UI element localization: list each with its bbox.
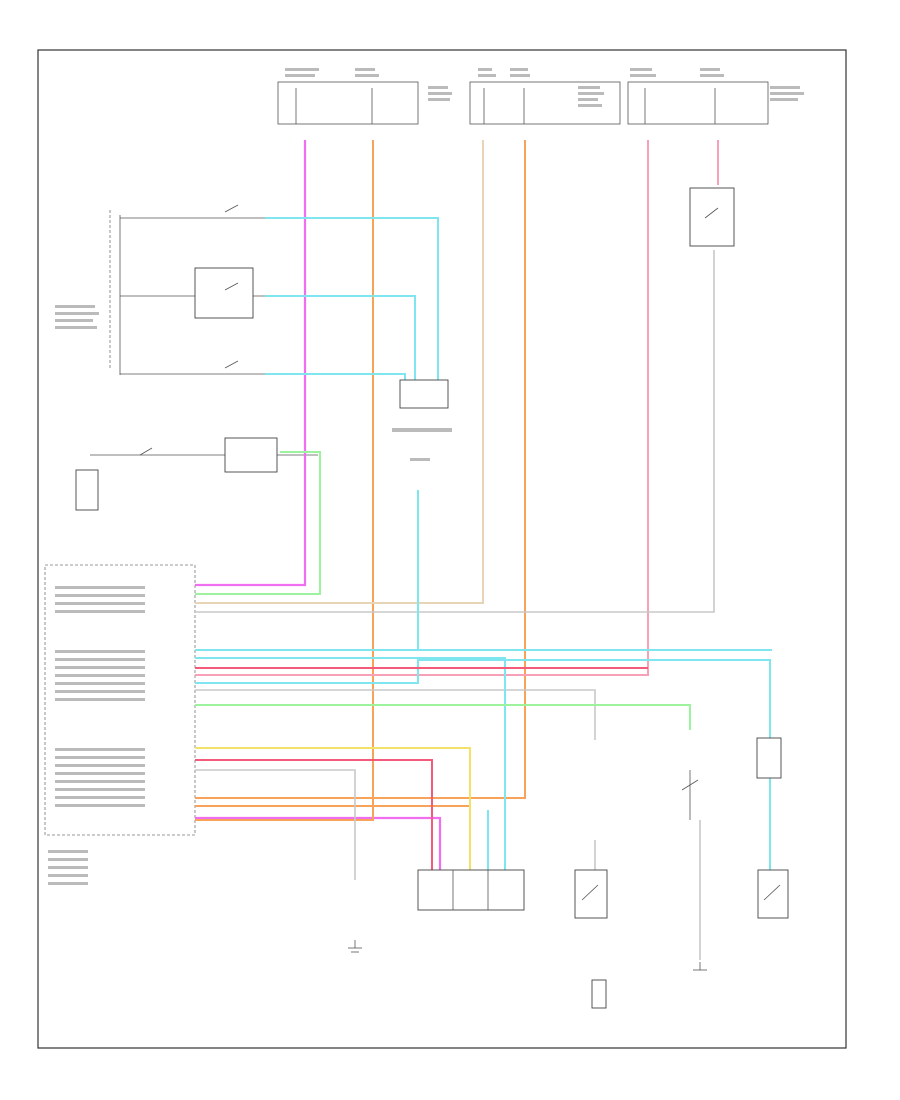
right-switch [689,187,735,247]
resistor-module [417,869,525,911]
fuse-block-right [627,81,769,125]
hood-switch [75,437,318,511]
wire-tan [195,140,484,604]
diagram-frame [37,49,847,1049]
fuse-block-middle [469,81,621,125]
wire-green [195,451,691,730]
wire-yellow [195,747,471,880]
seat-belt-switch [574,869,608,919]
fuse-block-left [277,81,419,125]
body-control-module [44,564,196,885]
wire-pink [195,140,442,880]
fuse-labels [285,68,804,107]
wire-light-pink [195,140,719,676]
door-switch-group [55,204,270,375]
wire-gray [195,250,715,960]
wire-orange [195,140,526,821]
connector-cluster [392,379,452,461]
ground-symbols [348,737,782,1009]
wire-red [195,667,648,880]
middle-right-switch [681,770,699,820]
wire-cyan [195,217,772,880]
bottom-right-switch [757,869,789,919]
